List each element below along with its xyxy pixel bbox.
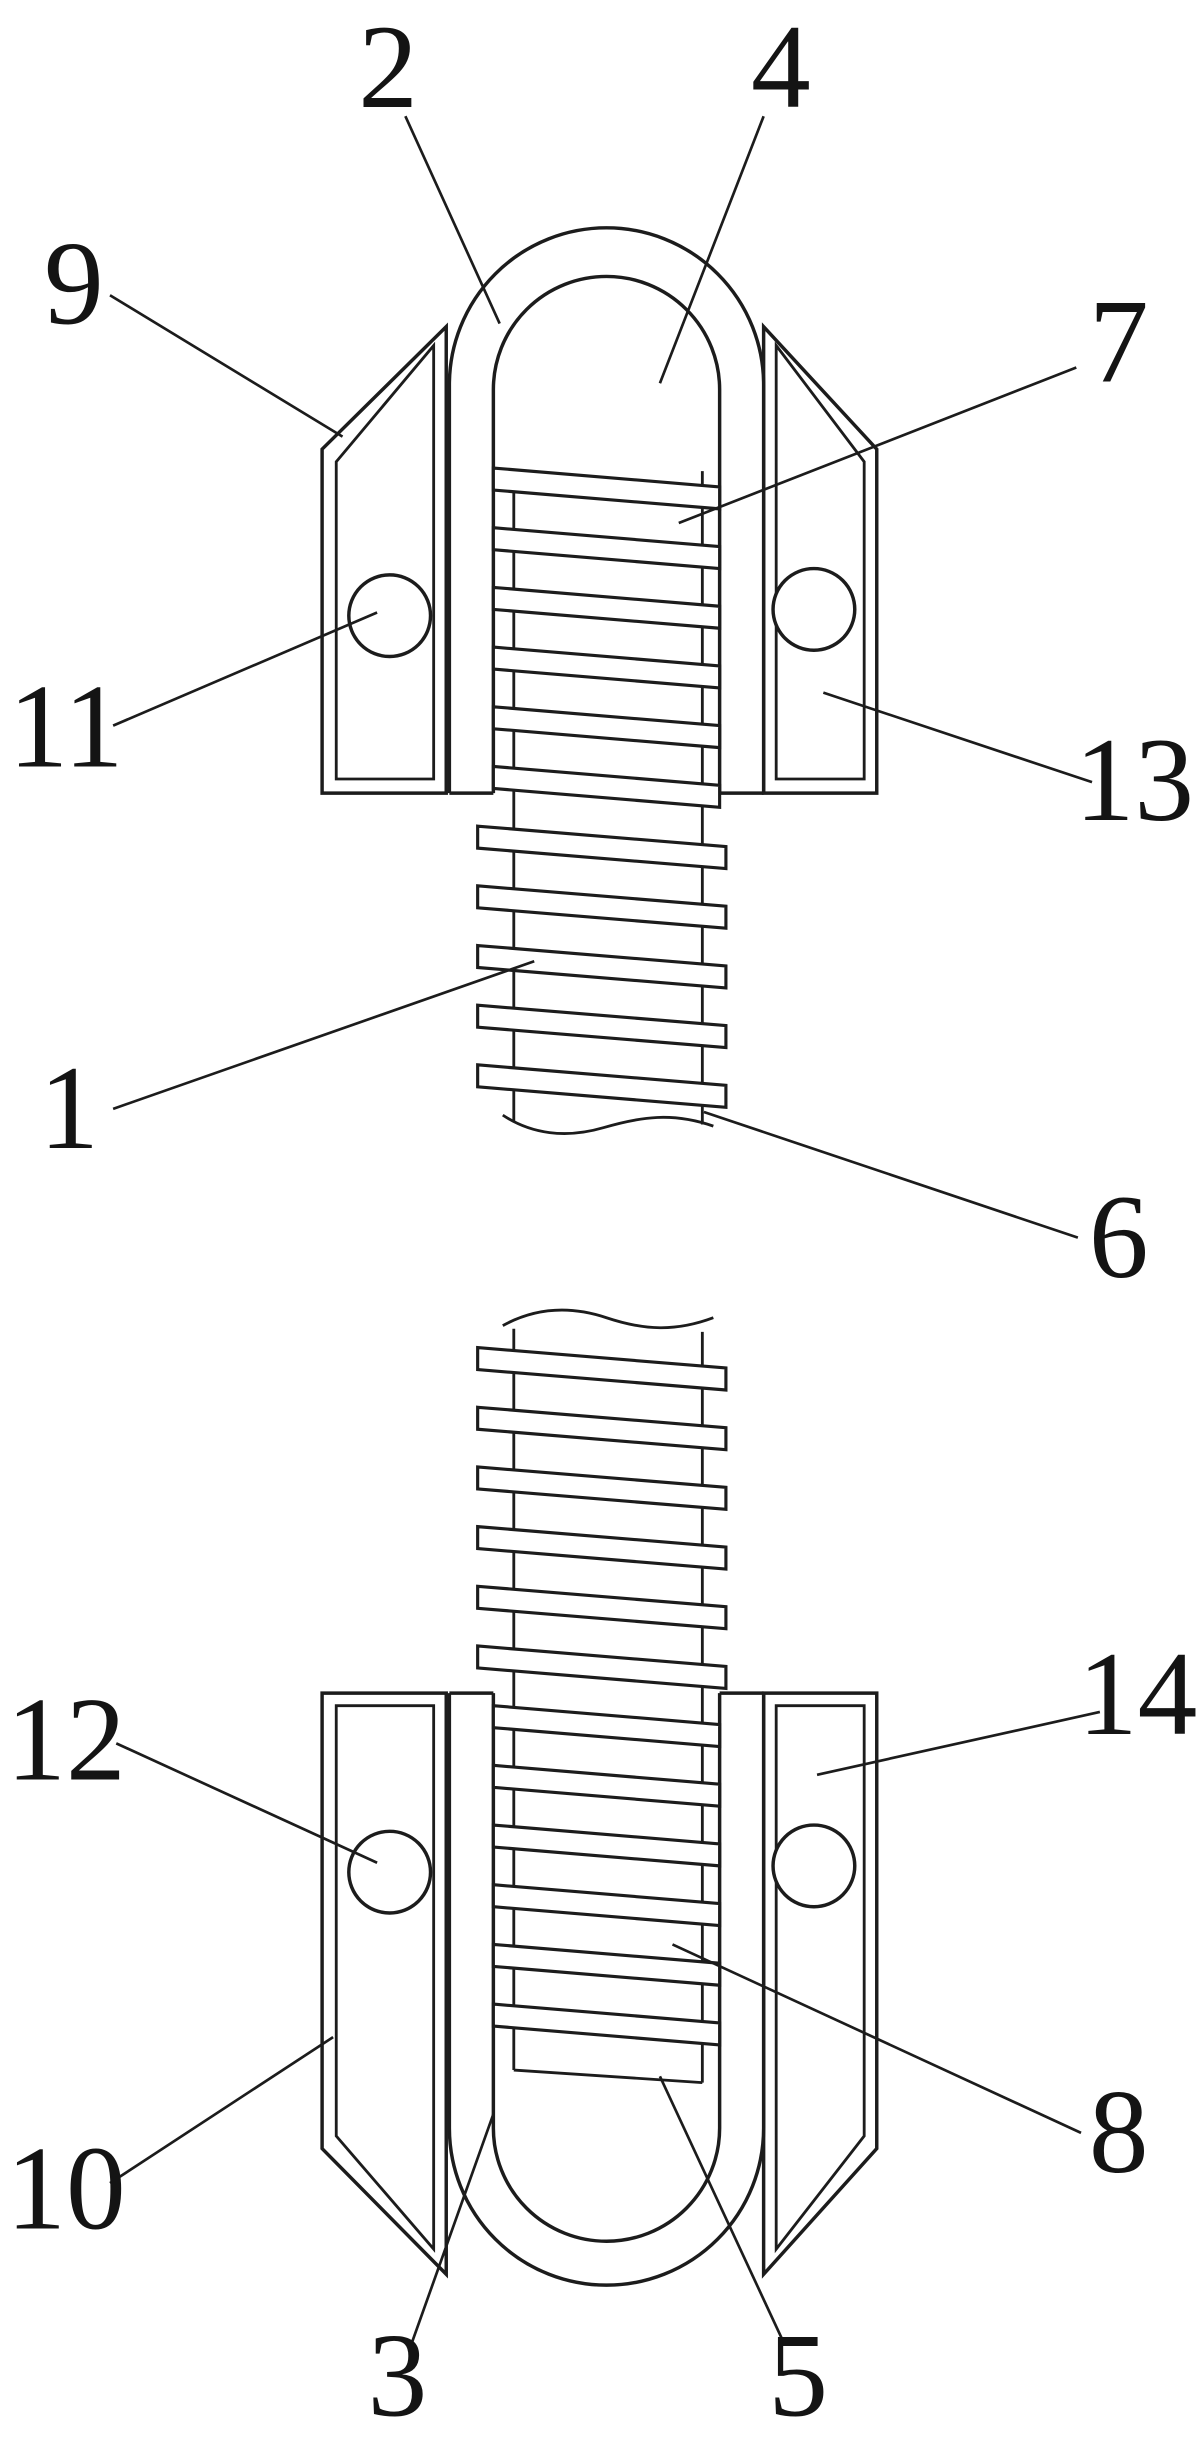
upper-rod-break-line <box>502 1113 714 1135</box>
lower-assembly <box>320 1308 879 2287</box>
upper-right-wing-body <box>761 322 879 795</box>
callout-labels: 2 4 9 7 11 13 1 6 12 14 10 8 3 5 <box>6 1 1197 2442</box>
callout-label-9: 9 <box>44 218 104 350</box>
lower-left-wing-hole <box>347 1829 433 1915</box>
lower-right-wing-pad <box>774 1704 866 2254</box>
callout-label-3: 3 <box>368 2310 428 2442</box>
lower-rod-tip-edge <box>513 2068 703 2085</box>
upper-threaded-rod <box>476 466 728 1135</box>
lower-right-wing-body <box>761 1691 879 2279</box>
upper-left-wing-pad <box>334 341 436 781</box>
callout-label-2: 2 <box>358 1 418 133</box>
lower-right-wing <box>761 1691 879 2279</box>
callout-label-13: 13 <box>1075 714 1194 846</box>
leader-line-2 <box>404 115 501 325</box>
callout-label-6: 6 <box>1089 1171 1149 1303</box>
upper-left-wing-body <box>320 322 448 795</box>
upper-assembly <box>320 226 879 1135</box>
leader-line-9 <box>109 294 344 438</box>
leader-line-3 <box>410 2113 495 2344</box>
callout-label-10: 10 <box>6 2123 125 2255</box>
lower-left-wing-body <box>320 1691 448 2279</box>
callout-label-7: 7 <box>1089 276 1149 408</box>
leader-line-12 <box>115 1742 378 1864</box>
leader-line-8 <box>671 1943 1082 2135</box>
upper-right-wing-pad <box>774 341 866 781</box>
callout-label-8: 8 <box>1089 2066 1149 2198</box>
leader-line-14 <box>816 1710 1101 1777</box>
leader-line-7 <box>678 366 1077 525</box>
lower-left-wing <box>320 1691 448 2279</box>
leader-line-11 <box>112 611 378 727</box>
leader-line-13 <box>822 691 1093 784</box>
upper-right-wing <box>761 322 879 795</box>
leader-line-1 <box>112 959 535 1111</box>
callout-label-12: 12 <box>6 1674 125 1806</box>
leader-lines <box>109 115 1101 2344</box>
lower-rod-break-line <box>502 1308 714 1330</box>
leader-line-10 <box>109 2035 334 2185</box>
lower-right-wing-hole <box>771 1823 857 1909</box>
upper-right-wing-hole <box>771 566 857 652</box>
leader-line-4 <box>658 115 765 384</box>
callout-label-11: 11 <box>9 660 124 792</box>
leader-line-5 <box>658 2075 786 2344</box>
upper-left-wing-hole <box>347 573 433 659</box>
upper-left-wing <box>320 322 448 795</box>
lower-left-wing-pad <box>334 1704 436 2253</box>
callout-label-4: 4 <box>751 1 811 133</box>
callout-label-14: 14 <box>1078 1628 1197 1760</box>
leader-line-6 <box>703 1110 1079 1239</box>
callout-label-1: 1 <box>39 1042 99 1174</box>
callout-label-5: 5 <box>768 2310 828 2442</box>
